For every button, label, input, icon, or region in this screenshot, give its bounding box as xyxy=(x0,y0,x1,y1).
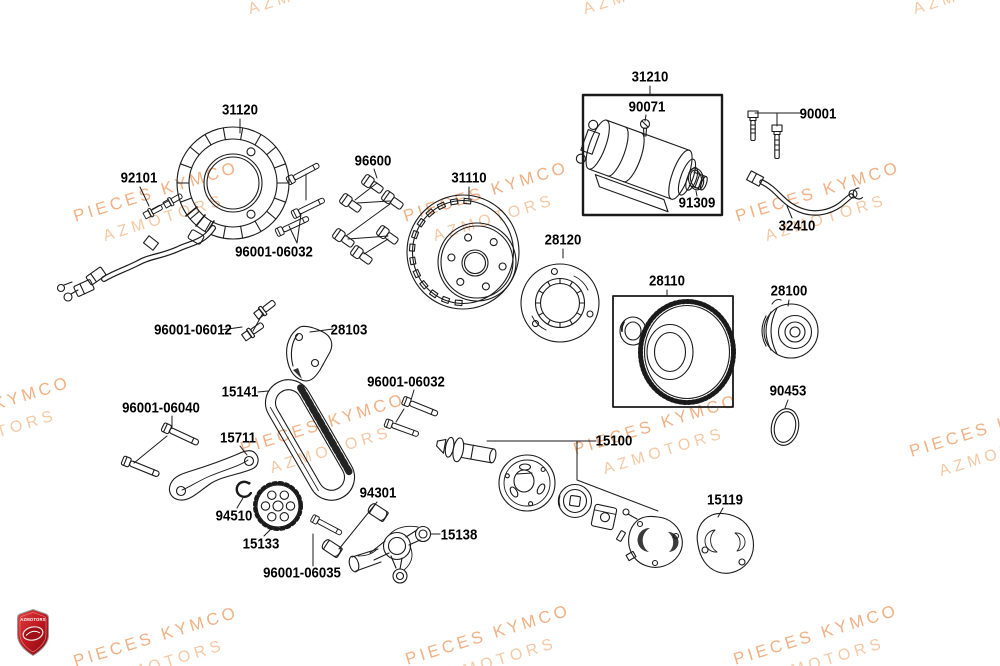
logo-brand-text: AZMOTORS xyxy=(20,617,45,622)
part-label-90071: 90071 xyxy=(628,98,666,116)
cover-15711 xyxy=(168,450,259,501)
azmotors-logo: AZMOTORS xyxy=(17,608,49,657)
starter-motor xyxy=(575,119,708,213)
part-label-15133: 15133 xyxy=(242,535,280,553)
guide-28103 xyxy=(286,325,333,382)
bolt-96001-06035 xyxy=(309,513,344,538)
chain-15141 xyxy=(264,379,356,501)
part-label-96001-06032: 96001-06032 xyxy=(235,243,313,261)
part-label-15138: 15138 xyxy=(440,526,478,544)
part-label-31210: 31210 xyxy=(631,68,669,86)
part-label-92101: 92101 xyxy=(120,169,158,187)
part-label-28100: 28100 xyxy=(770,282,808,300)
part-label-15119: 15119 xyxy=(707,491,743,509)
part-label-28103: 28103 xyxy=(330,321,368,339)
part-label-96001-06032-b: 96001-06032 xyxy=(367,373,445,391)
part-label-96001-06040: 96001-06040 xyxy=(122,399,200,417)
part-label-28120: 28120 xyxy=(544,231,582,249)
part-label-90001: 90001 xyxy=(799,105,837,123)
stator-harness xyxy=(56,225,216,302)
sprocket-15133 xyxy=(253,481,303,531)
part-label-90453: 90453 xyxy=(769,382,807,400)
bolts-90001 xyxy=(747,110,783,160)
stator-31120 xyxy=(176,126,290,240)
bolts-96001-06040 xyxy=(120,421,201,480)
pump-block xyxy=(590,503,618,531)
leader-lines xyxy=(133,85,801,567)
part-label-31110: 31110 xyxy=(451,169,487,187)
part-label-91309: 91309 xyxy=(678,194,716,212)
cable-32410 xyxy=(746,170,864,216)
pump-pin xyxy=(616,530,626,542)
part-label-28110: 28110 xyxy=(649,272,685,290)
part-label-96600: 96600 xyxy=(354,152,392,170)
part-label-94301: 94301 xyxy=(359,484,397,502)
gear-box-28110 xyxy=(612,295,736,408)
pump-screw xyxy=(622,508,638,520)
part-label-31120: 31120 xyxy=(222,101,258,119)
bolts-96001-06032-a xyxy=(274,160,327,238)
part-label-32410: 32410 xyxy=(778,217,816,235)
logo-emblem-icon xyxy=(22,626,44,641)
rocker-15138 xyxy=(348,525,432,584)
washer-90453 xyxy=(770,408,800,446)
pump-pulley xyxy=(498,454,556,512)
pump-plate xyxy=(625,515,683,568)
part-label-96001-06035: 96001-06035 xyxy=(263,564,341,582)
part-label-15100: 15100 xyxy=(595,432,633,450)
pump-rotor xyxy=(557,483,593,519)
flywheel-31110 xyxy=(406,194,520,310)
plate-28120 xyxy=(520,263,600,343)
screw-90071 xyxy=(639,118,651,137)
part-label-15141: 15141 xyxy=(221,383,259,401)
bolts-96001-06032-b xyxy=(383,395,440,439)
oring-91309 xyxy=(687,167,705,191)
clutch-28100 xyxy=(761,298,819,359)
gasket-15119 xyxy=(696,512,755,574)
part-label-15711: 15711 xyxy=(220,429,256,447)
pump-shaft xyxy=(436,436,497,464)
part-label-94510: 94510 xyxy=(215,507,253,525)
part-label-96001-06012: 96001-06012 xyxy=(154,321,232,339)
clip-94510 xyxy=(235,480,253,498)
